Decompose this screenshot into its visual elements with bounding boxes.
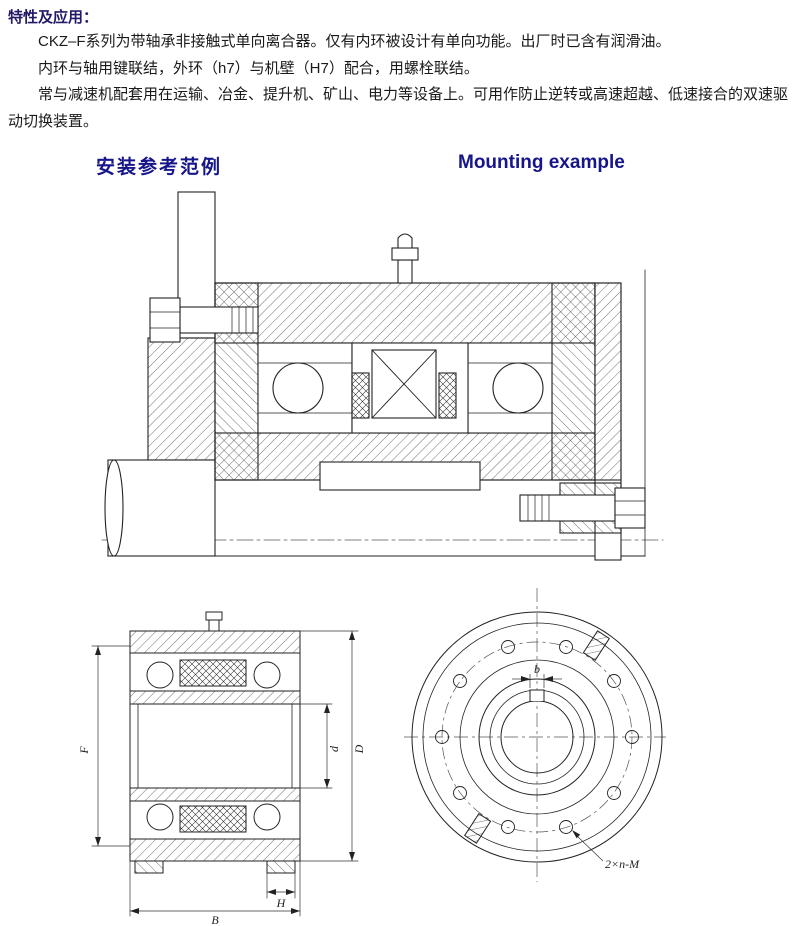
shaft (104, 459, 646, 557)
dimension-labels: F d D H B (80, 744, 366, 926)
keyway-width-label: b (534, 662, 540, 676)
bolt-spec-label: 2×n-M (605, 857, 640, 871)
bearing-left (257, 342, 353, 434)
grease-fitting (391, 233, 419, 284)
ball-top-right (253, 661, 281, 689)
bearing-right (467, 342, 553, 434)
ball-top-left (146, 661, 174, 689)
keyway (512, 674, 562, 701)
bearing-ball-right (492, 362, 544, 414)
intro-paragraph-1: CKZ–F系列为带轴承非接触式单向离合器。仅有内环被设计有单向功能。出厂时已含有… (38, 33, 671, 50)
shaft-key (319, 461, 481, 491)
machine-wall (147, 191, 216, 461)
mounting-drawing (101, 191, 664, 561)
intro-heading: 特性及应用： (8, 9, 99, 26)
concentric-circles (411, 611, 663, 863)
dim-h-label: H (276, 896, 287, 910)
mounting-bolt-right (519, 482, 646, 534)
section-heading-cn: 安装参考范例 (96, 157, 223, 178)
dim-f-label: F (80, 746, 91, 755)
bolt-spec-callout (572, 830, 604, 862)
section-headings: 安装参考范例 Mounting example (0, 152, 800, 182)
bolt-holes (435, 640, 639, 834)
dimension-arrowheads (95, 631, 355, 914)
dim-d-label: d (327, 745, 341, 752)
sprag-cage (351, 342, 469, 434)
grease-fitting-side (205, 611, 223, 632)
mounting-bolt-left (149, 297, 259, 343)
dim-b-label: B (211, 913, 219, 926)
clutch-body-section (129, 630, 301, 874)
section-heading-en: Mounting example (458, 152, 625, 173)
intro-section: 特性及应用： CKZ–F系列为带轴承非接触式单向离合器。仅有内环被设计有单向功能… (0, 0, 800, 136)
front-view-drawing: b 2×n-M (404, 588, 666, 882)
ball-bottom-right (253, 803, 281, 831)
front-view-labels: b 2×n-M (534, 662, 640, 871)
bearing-ball-left (272, 362, 324, 414)
dim-big-d-label: D (352, 744, 366, 754)
flange-tab-left (134, 860, 164, 874)
section-lugs (463, 630, 611, 844)
intro-paragraph-3: 常与减速机配套用在运输、冶金、提升机、矿山、电力等设备上。可用作防止逆转或高速超… (8, 86, 789, 131)
side-view-drawing: F d D H B (80, 611, 366, 926)
ball-bottom-left (146, 803, 174, 831)
flange-tab-right (266, 860, 296, 874)
dimension-lines (91, 630, 359, 917)
intro-paragraph-2: 内环与轴用键联结，外环（h7）与机壁（H7）配合，用螺栓联结。 (38, 59, 479, 77)
